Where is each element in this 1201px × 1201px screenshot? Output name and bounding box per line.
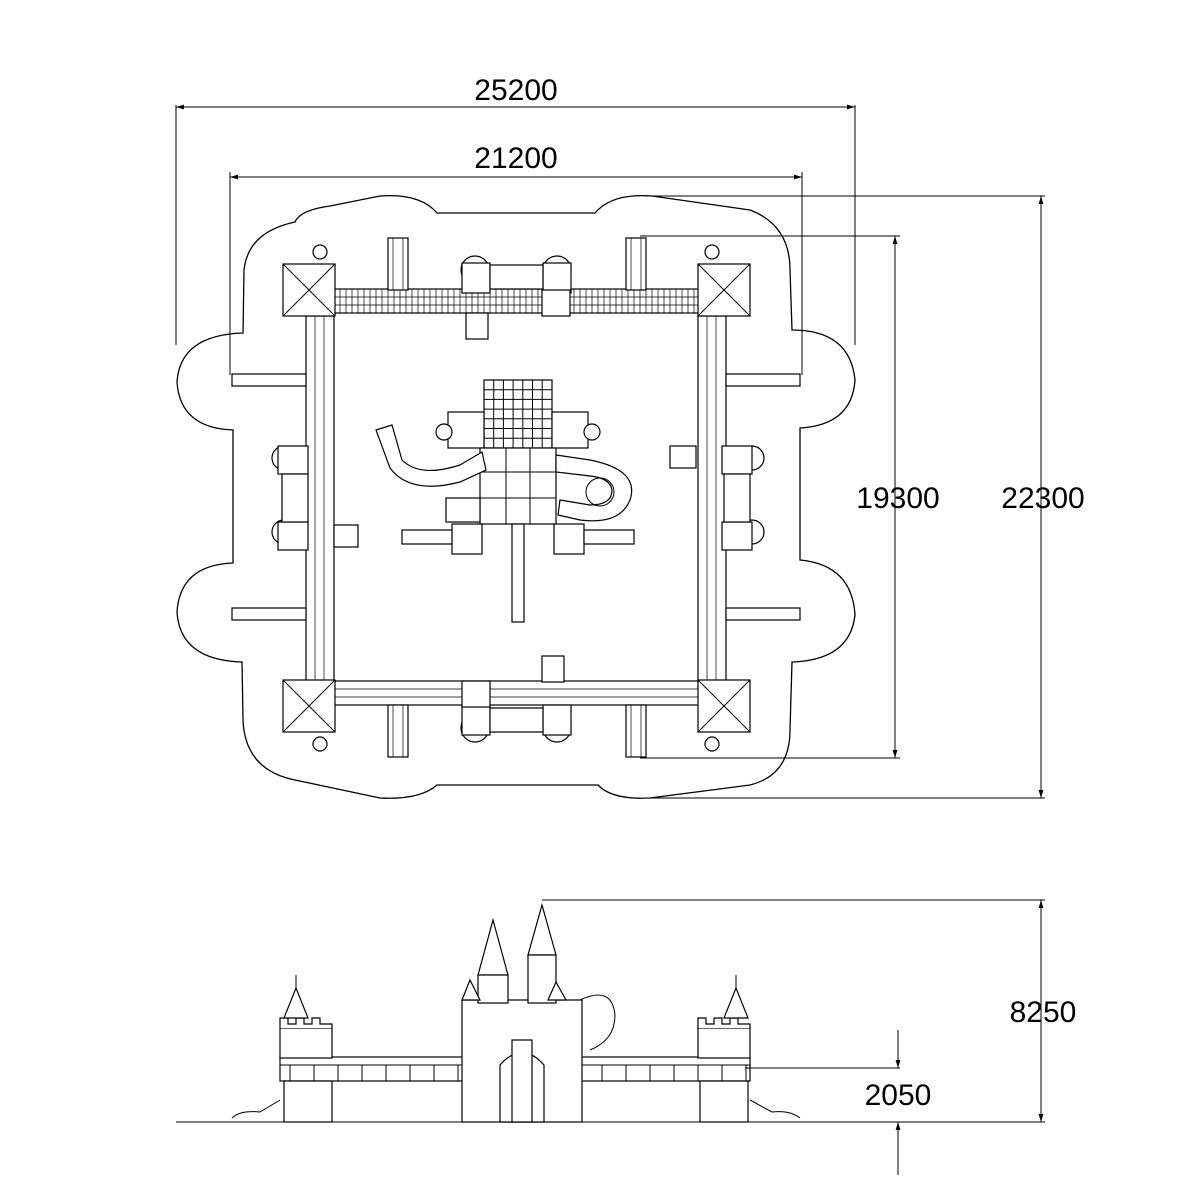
- plan-view: 25200 21200 19300 22300: [175, 74, 1085, 799]
- dim-structure-depth: 19300: [856, 482, 939, 515]
- right-middle-towers: [669, 445, 765, 551]
- dim-structure-width: 21200: [474, 142, 557, 175]
- ladder-bottom-right: [625, 704, 647, 758]
- slide-right-lower: [725, 607, 801, 621]
- elevation-right-tower: [697, 975, 801, 1123]
- top-bridge: [333, 288, 705, 314]
- ladder-top-left: [387, 237, 409, 291]
- left-bridge: [305, 315, 335, 683]
- top-middle-towers: [460, 255, 572, 340]
- ladder-bottom-left: [387, 704, 409, 758]
- bottom-middle-towers: [460, 655, 572, 743]
- dim-overall-depth: 22300: [1001, 482, 1084, 515]
- slide-left-upper: [231, 373, 307, 387]
- bottom-bridge: [333, 680, 705, 706]
- corner-tower-top-right: [697, 244, 751, 317]
- corner-tower-bottom-left: [282, 679, 336, 752]
- elevation-view: 8250 2050: [176, 899, 1077, 1175]
- dim-overall-width: 25200: [474, 74, 557, 107]
- dim-platform-height: 2050: [865, 1079, 932, 1112]
- ladder-top-right: [625, 237, 647, 291]
- left-middle-towers: [271, 445, 359, 551]
- elevation-left-tower: [231, 975, 333, 1123]
- slide-left-lower: [231, 607, 307, 621]
- right-bridge: [697, 315, 727, 683]
- central-castle: [375, 379, 635, 623]
- corner-tower-bottom-right: [697, 679, 751, 752]
- dim-total-height: 8250: [1010, 996, 1077, 1029]
- elevation-central-castle: [461, 902, 616, 1123]
- safety-zone-outline: [176, 194, 856, 799]
- corner-tower-top-left: [282, 244, 336, 317]
- slide-right-upper: [725, 373, 801, 387]
